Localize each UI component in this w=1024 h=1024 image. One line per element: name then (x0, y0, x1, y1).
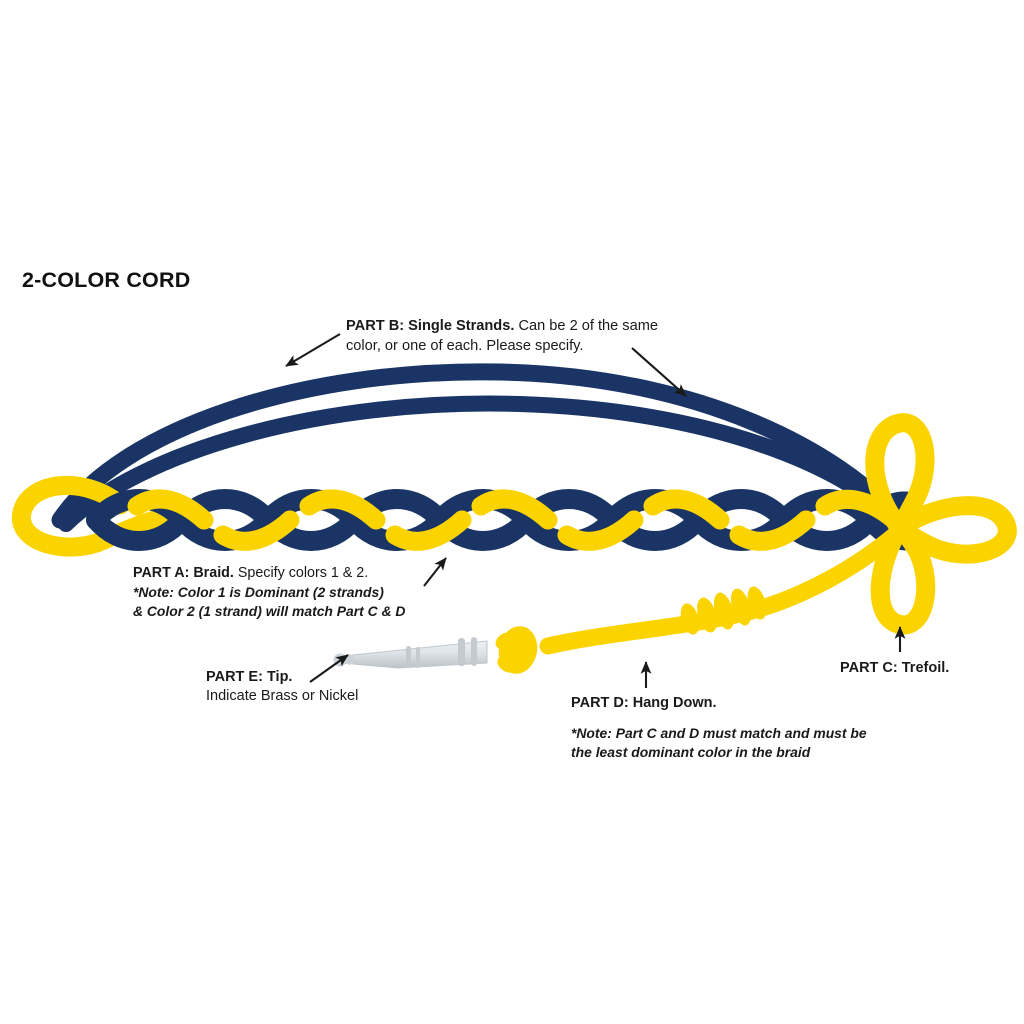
part-e-callout: PART E: Tip. Indicate Brass or Nickel (206, 668, 358, 707)
part-d-note-1: *Note: Part C and D must match and must … (571, 725, 867, 741)
knot-wrap-1 (680, 603, 700, 635)
single-strand-inner (58, 395, 906, 532)
tip-ridge-1 (458, 638, 465, 666)
part-d-note-2: the least dominant color in the braid (571, 743, 811, 760)
part-e-heading: PART E: Tip. (206, 669, 293, 685)
part-b-arrow-left (285, 333, 341, 367)
braid-yellow-over-3 (471, 489, 558, 530)
knot-wrap-4 (730, 588, 752, 626)
braid-yellow-under-2 (385, 510, 472, 551)
part-c-trefoil (865, 413, 1017, 635)
braid-yellow-under-4 (729, 510, 816, 551)
part-a-body: Specify colors 1 & 2. (237, 565, 369, 581)
knot-wrap-5 (747, 586, 767, 620)
tip-knot-lobe-1 (495, 632, 517, 650)
part-b-arrow-right (631, 347, 687, 397)
tip-ridge-2 (471, 637, 477, 666)
part-b-line-1: PART B: Single Strands. Can be 2 of the … (346, 317, 658, 337)
part-b-callout: PART B: Single Strands. Can be 2 of the … (346, 317, 658, 356)
braid-yellow-under-3 (557, 510, 644, 551)
part-d-callout: PART D: Hang Down. (571, 694, 717, 713)
part-e-body: Indicate Brass or Nickel (206, 688, 359, 705)
braid-left-loop (12, 476, 182, 557)
part-a-callout: PART A: Braid. Specify colors 1 & 2. *No… (133, 564, 405, 620)
hang-down-knot (680, 586, 767, 635)
part-c-callout: PART C: Trefoil. (840, 659, 949, 678)
part-d-note: *Note: Part C and D must match and must … (571, 724, 867, 761)
tip-knot (495, 626, 538, 674)
part-e-arrow (309, 654, 349, 683)
knot-wrap-3 (713, 592, 735, 630)
braid-yellow-over-4 (643, 489, 730, 530)
part-a-braid (12, 476, 920, 557)
knot-wrap-2 (697, 597, 717, 633)
single-strand-outer (51, 363, 907, 529)
part-c-heading: PART C: Trefoil. (840, 660, 950, 676)
part-b-body-1: Can be 2 of the same (518, 318, 658, 334)
part-a-line-1: PART A: Braid. Specify colors 1 & 2. (133, 564, 405, 583)
callout-arrows (285, 333, 906, 688)
part-b-body-2: color, or one of each. Please specify. (346, 337, 584, 354)
part-a-note-2: & Color 2 (1 strand) will match Part C &… (133, 602, 406, 619)
trefoil-center (890, 518, 910, 538)
part-e-tip (333, 626, 538, 674)
tip-knot-lobe-2 (497, 655, 519, 673)
braid-yellow-over-1 (127, 489, 214, 530)
braid-yellow-over-2 (299, 489, 386, 530)
tip-ridge-4 (416, 647, 420, 668)
trefoil-loop-lower (870, 518, 936, 635)
page-title: 2-COLOR CORD (22, 268, 191, 292)
part-b-single-strands (51, 363, 907, 532)
part-a-arrow (423, 557, 447, 587)
part-a-note-1: *Note: Color 1 is Dominant (2 strands) (133, 584, 384, 601)
part-b-heading: PART B: Single Strands. (346, 318, 515, 334)
part-d-hang-down (539, 519, 912, 655)
braid-yellow-under-1 (213, 510, 300, 551)
part-a-heading: PART A: Braid. (133, 565, 234, 581)
part-d-heading: PART D: Hang Down. (571, 695, 717, 711)
tip-ridge-3 (406, 646, 411, 668)
